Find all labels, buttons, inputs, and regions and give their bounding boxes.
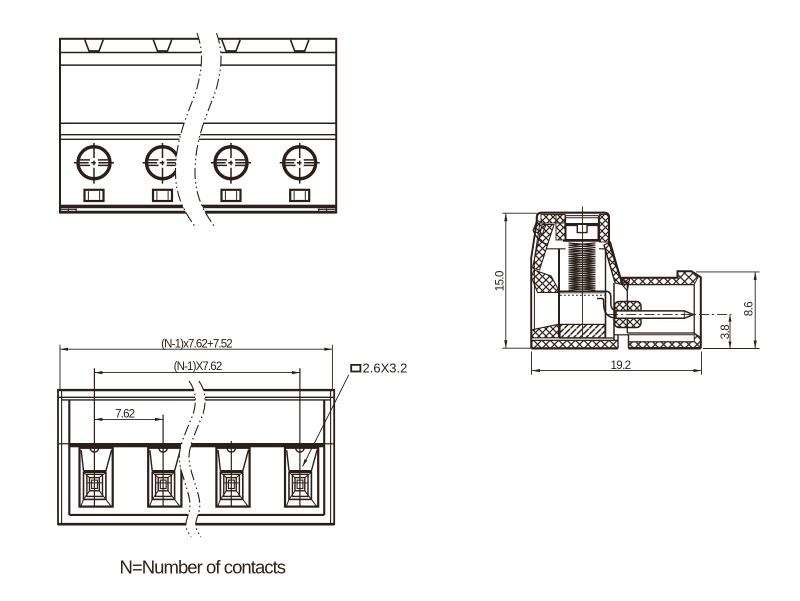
svg-text:N=Number of contacts: N=Number of contacts xyxy=(120,556,286,577)
svg-text:19.2: 19.2 xyxy=(611,360,631,372)
svg-text:(N-1)x7.62+7.52: (N-1)x7.62+7.52 xyxy=(161,338,232,350)
svg-text:8.6: 8.6 xyxy=(744,302,756,316)
svg-text:(N-1)X7.62: (N-1)X7.62 xyxy=(174,361,222,373)
svg-text:2.6X3.2: 2.6X3.2 xyxy=(363,361,408,376)
svg-text:15.0: 15.0 xyxy=(495,271,507,291)
svg-text:3.8: 3.8 xyxy=(720,325,732,339)
svg-text:7.62: 7.62 xyxy=(115,409,135,421)
